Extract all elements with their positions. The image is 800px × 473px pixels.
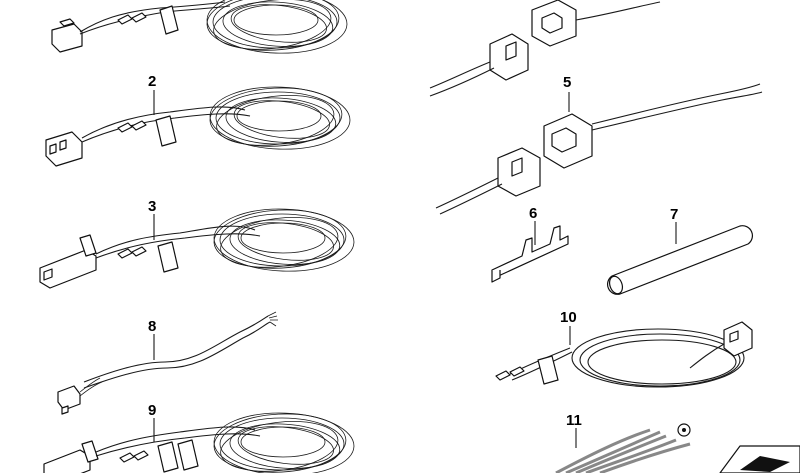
part-2-harness: 2 <box>45 73 352 167</box>
part-10-harness: 10 <box>495 309 753 388</box>
part-label-2: 2 <box>148 73 156 90</box>
part-6-terminal-strip: 6 <box>491 205 569 283</box>
part-7-sleeve: 7 <box>606 206 754 295</box>
part-8-cable: 8 <box>57 311 278 415</box>
part-11-wires: 11 <box>555 412 691 473</box>
part-9-harness: 9 <box>43 402 356 473</box>
connector-pair-top <box>429 0 661 97</box>
part-label-6: 6 <box>529 205 537 222</box>
part-label-10: 10 <box>560 309 577 326</box>
harness-top-left <box>51 0 349 56</box>
part-5-connector-pair: 5 <box>435 74 763 215</box>
part-label-3: 3 <box>148 198 156 215</box>
part-label-8: 8 <box>148 318 156 335</box>
part-label-9: 9 <box>148 402 156 419</box>
part-label-7: 7 <box>670 206 678 223</box>
part-label-5: 5 <box>563 74 571 91</box>
part-label-11: 11 <box>566 412 582 429</box>
corner-symbol-icon <box>719 445 800 473</box>
part-3-harness: 3 <box>39 198 356 289</box>
